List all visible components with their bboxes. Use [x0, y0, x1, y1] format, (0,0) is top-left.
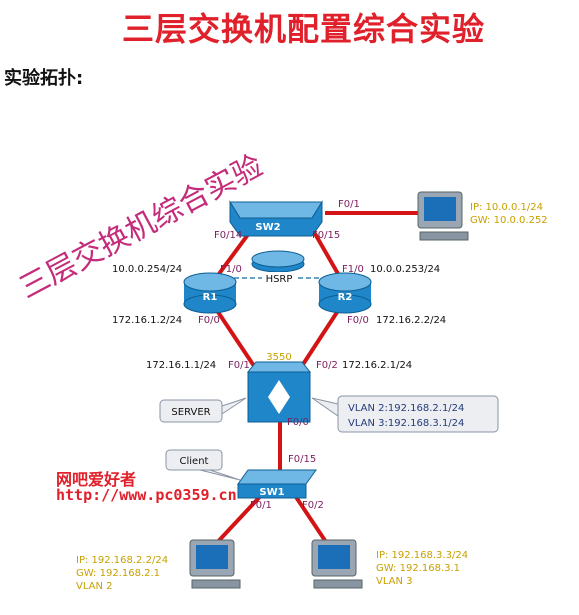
sw2-label: SW2 [255, 222, 280, 233]
port-r1-f10: F1/0 [220, 264, 242, 275]
left-host-vlan: VLAN 2 [76, 581, 113, 592]
ip-r1-f10: 10.0.0.254/24 [112, 264, 182, 275]
vlan-line2: VLAN 3:192.168.3.1/24 [348, 418, 464, 429]
ip-l3-f02: 172.16.2.1/24 [342, 360, 412, 371]
ip-r1-f00: 172.16.1.2/24 [112, 315, 182, 326]
right-host-vlan: VLAN 3 [376, 576, 413, 587]
top-host-pc [417, 191, 469, 241]
left-host-gw: GW: 192.168.2.1 [76, 568, 160, 579]
vlan-callout: VLAN 2:192.168.2.1/24 VLAN 3:192.168.3.1… [311, 395, 499, 433]
port-sw2-f014: F0/14 [214, 230, 242, 241]
top-host-ip: IP: 10.0.0.1/24 [470, 202, 543, 213]
top-host-gw: GW: 10.0.0.252 [470, 215, 548, 226]
server-callout-text: SERVER [171, 407, 210, 418]
r2-router: R2 [318, 272, 372, 314]
right-host-ip: IP: 192.168.3.3/24 [376, 550, 468, 561]
l3-switch-3550: 3550 [246, 352, 312, 423]
ip-r2-f00: 172.16.2.2/24 [376, 315, 446, 326]
port-r2-f00: F0/0 [347, 315, 369, 326]
vlan-line1: VLAN 2:192.168.2.1/24 [348, 403, 464, 414]
watermark-url[interactable]: http://www.pc0359.cn [56, 486, 237, 504]
hsrp-label-bg [262, 272, 296, 284]
l3-label: 3550 [266, 352, 291, 363]
r2-label: R2 [338, 292, 353, 303]
hsrp-label: HSRP [266, 274, 293, 285]
right-host-gw: GW: 192.168.3.1 [376, 563, 460, 574]
port-sw1-f015: F0/15 [288, 454, 316, 465]
page-title: 三层交换机配置综合实验 [122, 10, 486, 48]
client-callout-text: Client [180, 456, 209, 467]
r1-label: R1 [203, 292, 218, 303]
sw2-switch: SW2 [229, 200, 323, 237]
port-r2-f10: F1/0 [342, 264, 364, 275]
ip-r2-f10: 10.0.0.253/24 [370, 264, 440, 275]
topology-heading: 实验拓扑: [4, 68, 84, 89]
port-sw2-f015: F0/15 [312, 230, 340, 241]
hsrp-router: HSRP [251, 250, 305, 285]
port-sw1-f02: F0/2 [302, 500, 324, 511]
r1-router: R1 [183, 272, 237, 314]
port-l3-f02: F0/2 [316, 360, 338, 371]
port-sw2-f01: F0/1 [338, 199, 360, 210]
port-l3-f00: F0/0 [287, 417, 309, 428]
server-callout: SERVER [159, 397, 247, 423]
port-r1-f00: F0/0 [198, 315, 220, 326]
right-host-pc [311, 539, 363, 589]
left-host-ip: IP: 192.168.2.2/24 [76, 555, 168, 566]
ip-l3-f01: 172.16.1.1/24 [146, 360, 216, 371]
port-sw1-f01: F0/1 [250, 500, 272, 511]
client-callout: Client [165, 449, 241, 481]
port-l3-f01: F0/1 [228, 360, 250, 371]
sw1-switch: SW1 [237, 469, 317, 499]
sw1-label: SW1 [259, 487, 284, 498]
left-host-pc [189, 539, 241, 589]
watermark-name: 网吧爱好者 [56, 470, 137, 489]
